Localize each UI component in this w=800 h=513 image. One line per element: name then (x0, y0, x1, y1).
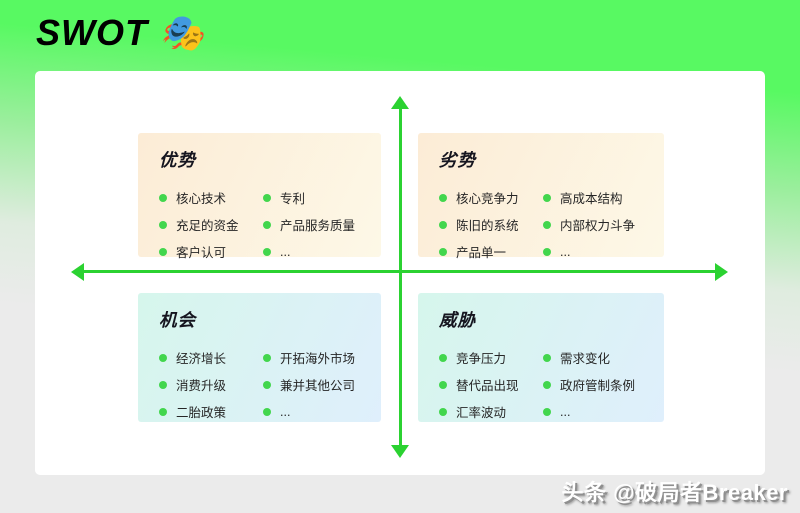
list-item: 专利 (263, 184, 355, 211)
list-item: 陈旧的系统 (439, 211, 543, 238)
bullet-dot-icon (159, 353, 167, 362)
item-label: 产品服务质量 (280, 219, 356, 233)
item-label: 兼并其他公司 (280, 379, 356, 393)
bullet-dot-icon (159, 220, 167, 229)
list-item: 充足的资金 (159, 211, 263, 238)
bullet-dot-icon (159, 193, 167, 202)
item-label: 需求变化 (560, 352, 611, 366)
list-item: 政府管制条例 (543, 371, 635, 398)
arrow-right-icon (715, 262, 728, 281)
quadrant-weaknesses-list: 核心竞争力 陈旧的系统 产品单一 高成本结构 内部权力斗争 ... (439, 184, 664, 265)
bullet-dot-icon (543, 193, 551, 202)
item-label: ... (280, 404, 291, 419)
item-label: ... (560, 244, 571, 259)
item-label: 高成本结构 (560, 192, 623, 206)
quadrant-opportunities: 机会 经济增长 消费升级 二胎政策 开拓海外市场 兼并其他公司 ... (138, 293, 381, 422)
quadrant-strengths: 优势 核心技术 充足的资金 客户认可 专利 产品服务质量 ... (138, 133, 381, 260)
list-item: 产品服务质量 (263, 211, 355, 238)
item-label: 客户认可 (176, 246, 227, 260)
vertical-axis (399, 107, 402, 445)
item-label: 竞争压力 (456, 352, 507, 366)
item-label: 汇率波动 (456, 406, 507, 420)
bullet-dot-icon (439, 353, 447, 362)
bullet-dot-icon (543, 380, 551, 389)
bullet-dot-icon (159, 247, 167, 256)
quadrant-weaknesses-title: 劣势 (439, 150, 476, 170)
list-item: 兼并其他公司 (263, 371, 355, 398)
bullet-dot-icon (439, 380, 447, 389)
bullet-dot-icon (543, 247, 551, 256)
item-label: 政府管制条例 (560, 379, 636, 393)
bullet-dot-icon (543, 407, 551, 416)
item-label: 替代品出现 (456, 379, 519, 393)
list-item: 竞争压力 (439, 344, 543, 371)
list-item: 产品单一 (439, 238, 543, 265)
item-label: 充足的资金 (176, 219, 239, 233)
quadrant-opportunities-list: 经济增长 消费升级 二胎政策 开拓海外市场 兼并其他公司 ... (159, 344, 381, 425)
bullet-dot-icon (439, 247, 447, 256)
item-label: 核心技术 (176, 192, 227, 206)
bullet-dot-icon (543, 220, 551, 229)
item-label: 内部权力斗争 (560, 219, 636, 233)
list-item: 消费升级 (159, 371, 263, 398)
item-label: 核心竞争力 (456, 192, 519, 206)
quadrant-weaknesses: 劣势 核心竞争力 陈旧的系统 产品单一 高成本结构 内部权力斗争 ... (418, 133, 664, 260)
bullet-dot-icon (263, 407, 271, 416)
list-item: 高成本结构 (543, 184, 635, 211)
list-item: ... (263, 398, 355, 425)
bullet-dot-icon (439, 220, 447, 229)
arrow-left-icon (71, 262, 84, 281)
item-label: 二胎政策 (176, 406, 227, 420)
bullet-dot-icon (439, 407, 447, 416)
bullet-dot-icon (159, 380, 167, 389)
watermark: 头条 @破局者Breaker (561, 480, 788, 505)
bullet-dot-icon (263, 353, 271, 362)
item-label: 经济增长 (176, 352, 227, 366)
bullet-dot-icon (263, 380, 271, 389)
bullet-dot-icon (263, 193, 271, 202)
swot-card: 优势 核心技术 充足的资金 客户认可 专利 产品服务质量 ... 劣势 核心竞争… (35, 71, 765, 475)
quadrant-strengths-title: 优势 (159, 150, 196, 170)
item-label: ... (560, 404, 571, 419)
quadrant-strengths-list: 核心技术 充足的资金 客户认可 专利 产品服务质量 ... (159, 184, 381, 265)
list-item: 核心技术 (159, 184, 263, 211)
list-item: 经济增长 (159, 344, 263, 371)
item-label: 消费升级 (176, 379, 227, 393)
arrow-down-icon (391, 445, 409, 458)
bullet-dot-icon (263, 220, 271, 229)
item-label: 产品单一 (456, 246, 507, 260)
arrow-up-icon (391, 96, 409, 109)
list-item: 替代品出现 (439, 371, 543, 398)
bullet-dot-icon (263, 247, 271, 256)
list-item: 客户认可 (159, 238, 263, 265)
page-title: SWOT 🎭 (36, 12, 205, 53)
list-item: ... (543, 238, 635, 265)
list-item: 内部权力斗争 (543, 211, 635, 238)
horizontal-axis (83, 270, 715, 273)
list-item: 核心竞争力 (439, 184, 543, 211)
item-label: 陈旧的系统 (456, 219, 519, 233)
list-item: 开拓海外市场 (263, 344, 355, 371)
quadrant-threats-title: 威胁 (439, 310, 476, 330)
item-label: 开拓海外市场 (280, 352, 356, 366)
list-item: ... (263, 238, 355, 265)
list-item: ... (543, 398, 635, 425)
item-label: ... (280, 244, 291, 259)
bullet-dot-icon (439, 193, 447, 202)
list-item: 二胎政策 (159, 398, 263, 425)
quadrant-opportunities-title: 机会 (159, 310, 196, 330)
item-label: 专利 (280, 192, 306, 206)
bullet-dot-icon (159, 407, 167, 416)
list-item: 汇率波动 (439, 398, 543, 425)
bullet-dot-icon (543, 353, 551, 362)
quadrant-threats: 威胁 竞争压力 替代品出现 汇率波动 需求变化 政府管制条例 ... (418, 293, 664, 422)
list-item: 需求变化 (543, 344, 635, 371)
quadrant-threats-list: 竞争压力 替代品出现 汇率波动 需求变化 政府管制条例 ... (439, 344, 664, 425)
